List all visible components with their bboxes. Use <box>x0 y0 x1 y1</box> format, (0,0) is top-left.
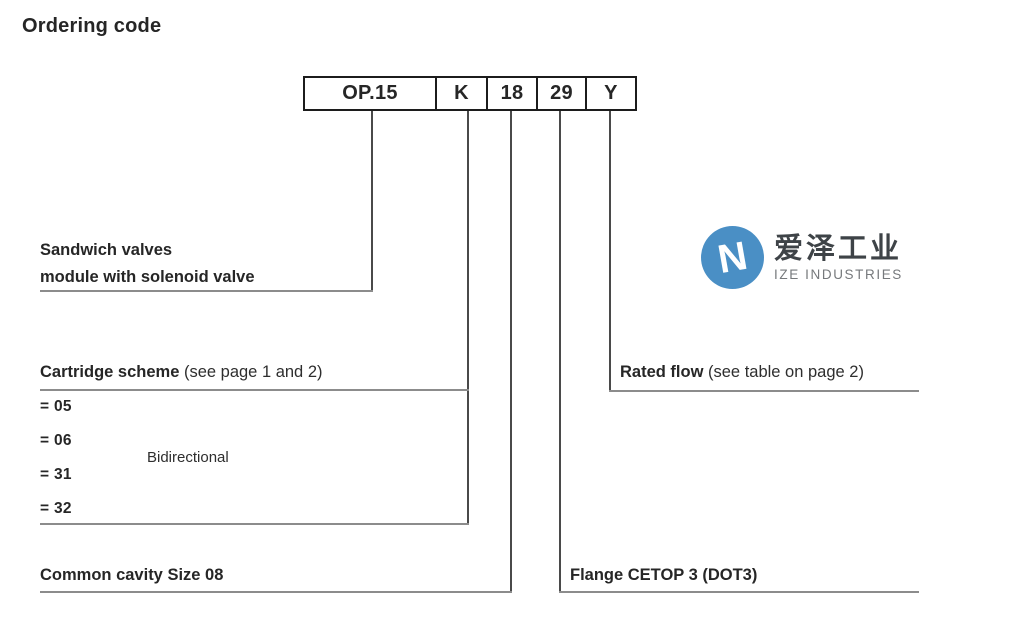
logo-name-en: IZE INDUSTRIES <box>774 266 903 282</box>
cartridge-option: = 05 <box>40 398 72 415</box>
sandwich-valves-line1: Sandwich valves <box>40 241 173 259</box>
connector-cartridge-bottom-underline <box>40 523 469 525</box>
connector-flange-underline <box>559 591 919 593</box>
rated-flow-note: (see table on page 2) <box>703 363 864 381</box>
code-segment-cartridge-scheme: K <box>437 78 488 109</box>
connector-model-vertical <box>371 111 373 292</box>
cartridge-scheme-title: Cartridge scheme <box>40 363 180 381</box>
logo-name-cn: 爱泽工业 <box>774 232 903 265</box>
rated-flow-heading: Rated flow (see table on page 2) <box>620 363 864 382</box>
logo-text-block: 爱泽工业 IZE INDUSTRIES <box>774 232 903 282</box>
connector-cavity-vertical <box>510 111 512 593</box>
cartridge-option: = 32 <box>40 500 72 517</box>
code-segment-model: OP.15 <box>305 78 437 109</box>
page-title: Ordering code <box>22 15 162 37</box>
connector-cavity-underline <box>40 591 512 593</box>
common-cavity-label: Common cavity Size 08 <box>40 566 224 584</box>
connector-rated-flow-underline <box>609 390 919 392</box>
connector-flange-vertical <box>559 111 561 593</box>
connector-cartridge-vertical <box>467 111 469 525</box>
ordering-code-box: OP.15 K 18 29 Y <box>303 76 637 111</box>
code-segment-cavity-size: 18 <box>488 78 538 109</box>
cartridge-scheme-note: (see page 1 and 2) <box>179 363 323 381</box>
connector-rated-flow-vertical <box>609 111 611 392</box>
connector-model-underline <box>40 290 373 292</box>
cartridge-scheme-heading: Cartridge scheme (see page 1 and 2) <box>40 363 323 382</box>
ize-industries-logo: N 爱泽工业 IZE INDUSTRIES <box>701 226 903 289</box>
cartridge-option: = 31 <box>40 466 72 483</box>
rated-flow-title: Rated flow <box>620 363 704 381</box>
cartridge-options-note: Bidirectional <box>147 449 229 466</box>
code-segment-rated-flow: Y <box>604 82 618 104</box>
flange-label: Flange CETOP 3 (DOT3) <box>570 566 758 584</box>
code-segment-flange: 29 <box>538 78 587 109</box>
connector-cartridge-top-underline <box>40 389 469 391</box>
sandwich-valves-line2: module with solenoid valve <box>40 268 255 286</box>
cartridge-option: = 06 <box>40 432 72 449</box>
sandwich-valves-label: Sandwich valves module with solenoid val… <box>40 237 255 291</box>
ize-circle-n-icon: N <box>701 226 764 289</box>
